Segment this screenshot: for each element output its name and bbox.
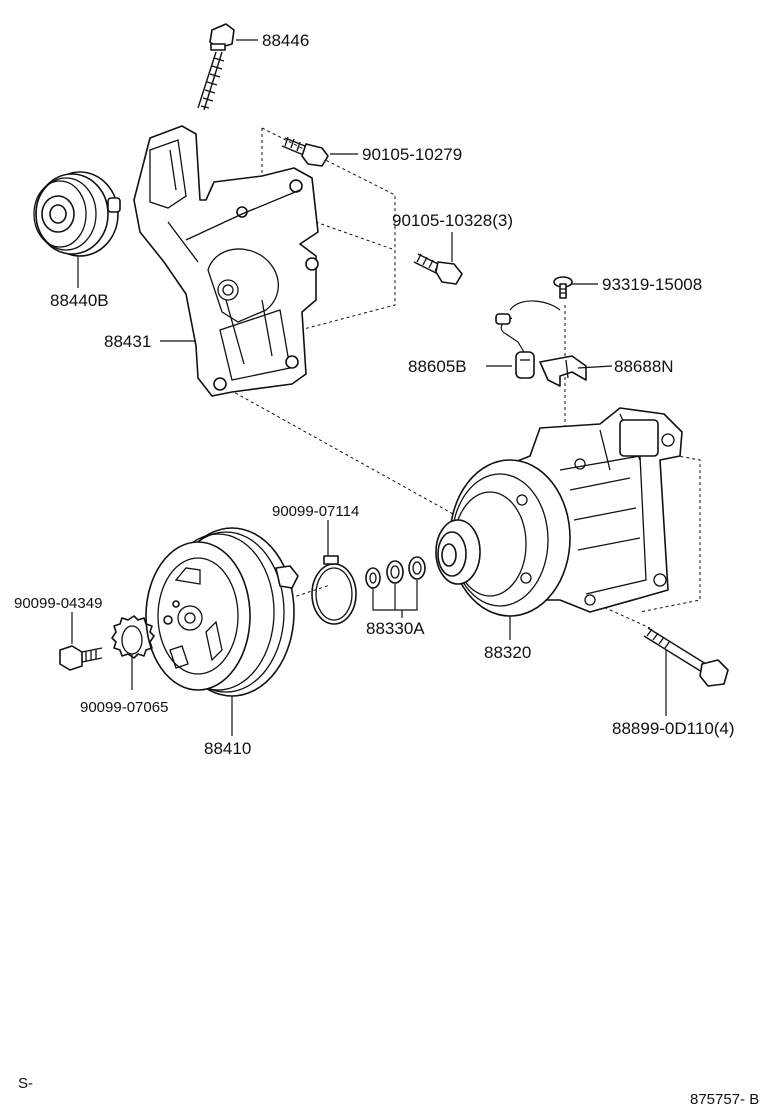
bolt-88899-0D110-icon xyxy=(643,627,729,687)
idler-pulley-88440B-icon xyxy=(33,171,121,257)
connector-88605B-icon xyxy=(495,300,561,379)
label-90099-07114: 90099-07114 xyxy=(272,503,359,520)
bolt-90099-04349-icon xyxy=(59,645,103,671)
screw-93319-15008-icon xyxy=(553,276,573,299)
label-90099-04349: 90099-04349 xyxy=(14,595,102,612)
corner-code-left: S- xyxy=(18,1075,33,1092)
label-88440B: 88440B xyxy=(50,291,109,310)
bracket-88431-icon xyxy=(133,125,319,397)
corner-code-right: 875757- B xyxy=(690,1091,759,1108)
clutch-pulley-88410-icon xyxy=(145,527,299,697)
label-88899-0D110: 88899-0D110(4) xyxy=(612,719,735,738)
label-90105-10279: 90105-10279 xyxy=(362,145,462,164)
label-88446: 88446 xyxy=(262,31,309,50)
label-88320: 88320 xyxy=(484,643,531,662)
bolt-88446-icon xyxy=(197,23,235,111)
shims-88330A-icon xyxy=(365,556,426,589)
bolt-90105-10328-icon xyxy=(413,253,463,285)
part-labels: 88446 90105-10279 90105-10328(3) 93319-1… xyxy=(14,31,759,1108)
label-90099-07065: 90099-07065 xyxy=(80,699,168,716)
label-88605B: 88605B xyxy=(408,357,467,376)
label-88431: 88431 xyxy=(104,332,151,351)
snap-ring-90099-07114-icon xyxy=(311,555,357,625)
label-88330A: 88330A xyxy=(366,619,425,638)
label-88688N: 88688N xyxy=(614,357,674,376)
label-88410: 88410 xyxy=(204,739,251,758)
label-90105-10328: 90105-10328(3) xyxy=(392,211,513,230)
leader-lines xyxy=(71,39,667,736)
bolt-90105-10279-icon xyxy=(281,136,329,167)
label-93319-15008: 93319-15008 xyxy=(602,275,702,294)
clip-88688N-icon xyxy=(539,355,587,387)
compressor-88320-icon xyxy=(435,407,683,617)
